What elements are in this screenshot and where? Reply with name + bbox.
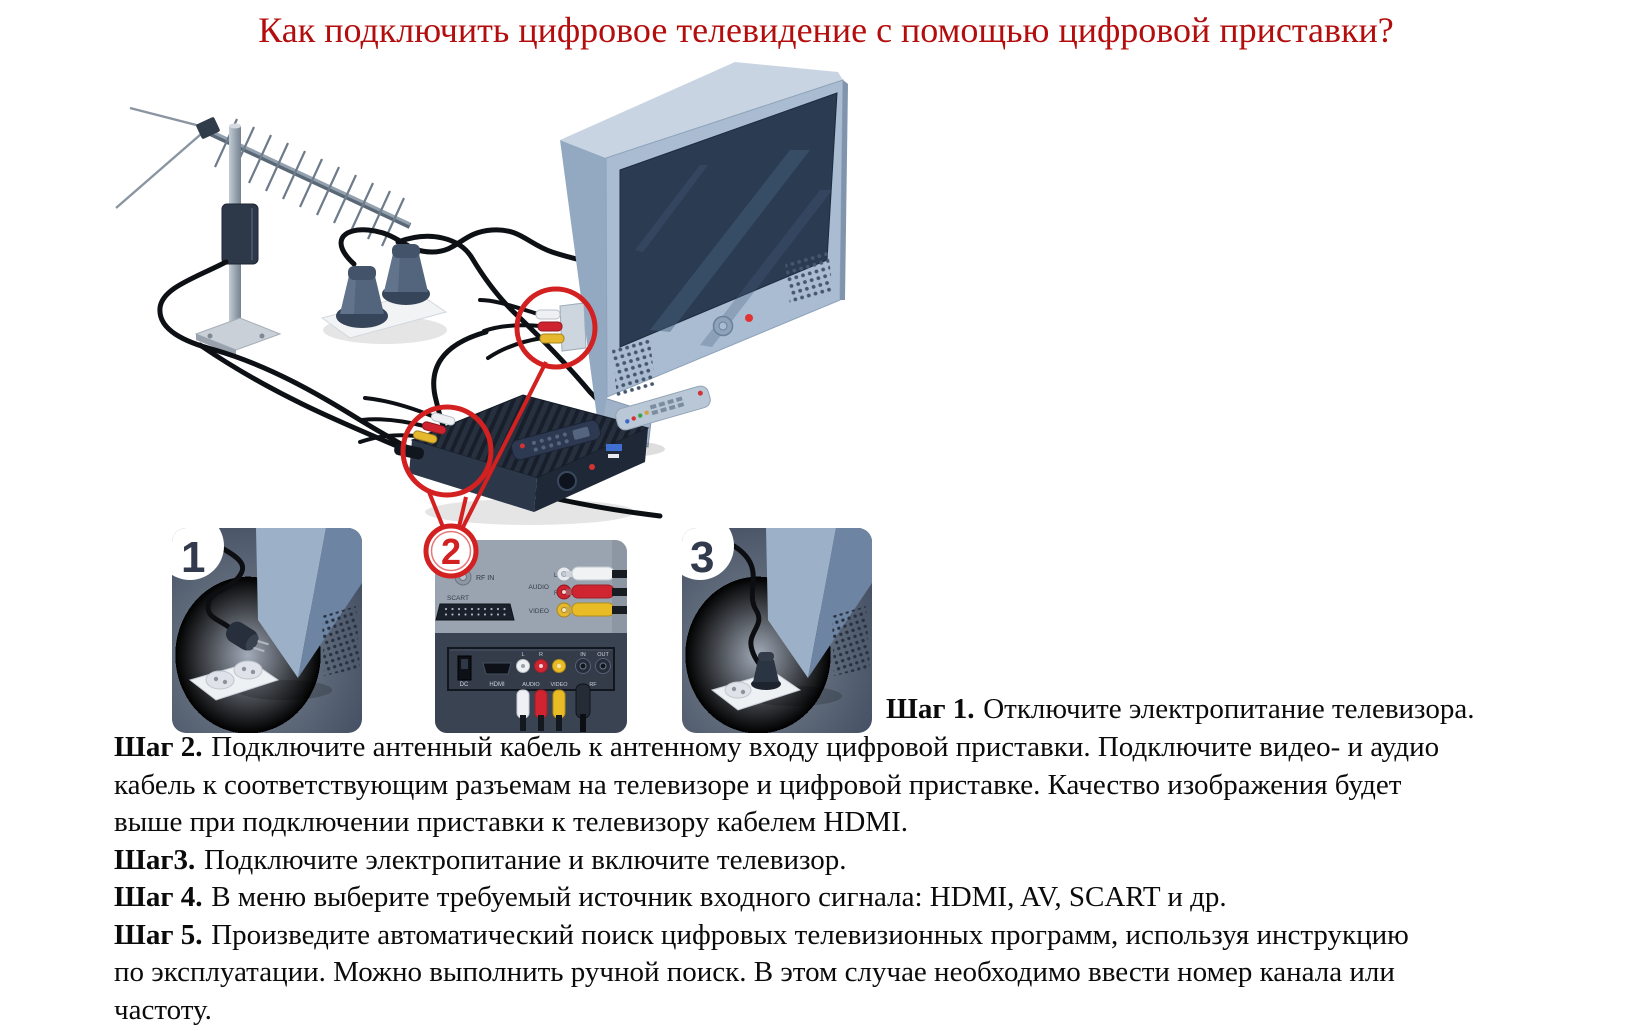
inset-step3: 3: [682, 528, 872, 733]
antenna-amplifier-box: [221, 203, 259, 265]
stb-rf-in-label: IN: [580, 652, 586, 658]
step-3-label: Шаг3.: [114, 843, 196, 876]
stb-front-dial: [557, 471, 577, 491]
power-adapters: [320, 244, 448, 344]
step-5: Шаг 5.Произведите автоматический поиск ц…: [114, 917, 1444, 1030]
step-1-label: Шаг 1.: [886, 693, 975, 725]
stb-r-label: R: [539, 652, 543, 658]
highlight-circle-tv: [514, 286, 598, 370]
step-3: Шаг3.Подключите электропитание и включит…: [114, 842, 1444, 880]
stb-rf-label: RF: [589, 682, 597, 688]
remote-light: [615, 385, 711, 431]
step-5-label: Шаг 5.: [114, 918, 203, 951]
wall-socket: [188, 660, 280, 701]
scart-label: SCART: [447, 595, 469, 602]
rf-in-label: RF IN: [476, 575, 494, 582]
stb-logo: [606, 444, 622, 451]
step-4-label: Шаг 4.: [114, 881, 203, 913]
inset1-number: 1: [181, 533, 205, 582]
step-1-text: Отключите электропитание телевизора.: [983, 693, 1475, 725]
step-2: Шаг 2.Подключите антенный кабель к антен…: [114, 729, 1444, 842]
connection-diagram: 1 RF IN SCART AUDIO L: [115, 62, 872, 733]
remote-dark: [511, 419, 601, 461]
scart-connector: [435, 603, 515, 621]
antenna-base-plate: [194, 317, 282, 356]
audio-r-label: R: [554, 591, 559, 597]
unplugged-power-plug: [226, 621, 269, 653]
stb-video-label: VIDEO: [550, 682, 568, 688]
tv-speaker-grille-left: [612, 339, 655, 397]
steps-block: Шаг 2.Подключите антенный кабель к антен…: [114, 729, 1444, 1029]
audio-label: AUDIO: [528, 584, 549, 591]
step-4: Шаг 4.В меню выберите требуемый источник…: [114, 879, 1444, 917]
stb-l-label: L: [521, 652, 524, 658]
power-plug-front: [336, 266, 388, 328]
stb-hanging-plugs: [516, 683, 591, 732]
step-5-text: Произведите автоматический поиск цифровы…: [114, 918, 1409, 1026]
step-1: Шаг 1.Отключите электропитание телевизор…: [886, 691, 1526, 729]
stb-audio-label: AUDIO: [522, 682, 540, 688]
tv-rear-panel: RF IN SCART AUDIO L R VIDEO: [435, 566, 627, 621]
tv: [560, 62, 848, 457]
inset3-number: 3: [690, 533, 714, 582]
stb-rf-out-label: OUT: [597, 652, 609, 658]
step2-badge: 2: [423, 523, 479, 579]
page-title: Как подключить цифровое телевидение с по…: [258, 10, 1394, 50]
step-3-text: Подключите электропитание и включите тел…: [203, 843, 847, 876]
dc-label: DC: [460, 682, 469, 688]
step-4-text: В меню выберите требуемый источник входн…: [211, 881, 1227, 913]
tv-av-connectors: [478, 298, 587, 360]
step-2-text: Подключите антенный кабель к антенному в…: [114, 731, 1440, 838]
highlight-circle-stb: [400, 404, 494, 498]
highlights: 2: [400, 286, 598, 579]
hdmi-label: HDMI: [489, 682, 505, 688]
rca-cable-plugs: [566, 566, 627, 617]
audio-l-label: L: [554, 573, 558, 579]
power-plug-rear: [382, 244, 430, 305]
stb-rear-panel: DC HDMI L R AUDIO VIDEO IN OUT RF: [447, 647, 615, 732]
tv-speaker-grille-right: [785, 250, 833, 305]
step-2-label: Шаг 2.: [114, 731, 203, 763]
video-label: VIDEO: [529, 608, 549, 615]
hdmi-port: [482, 662, 512, 675]
inset-step1: 1: [172, 528, 362, 733]
inset-step2: RF IN SCART AUDIO L R VIDEO: [435, 540, 627, 733]
badge-number: 2: [441, 531, 461, 572]
plugged-power-plug: [751, 652, 781, 690]
tv-power-led: [745, 314, 753, 322]
